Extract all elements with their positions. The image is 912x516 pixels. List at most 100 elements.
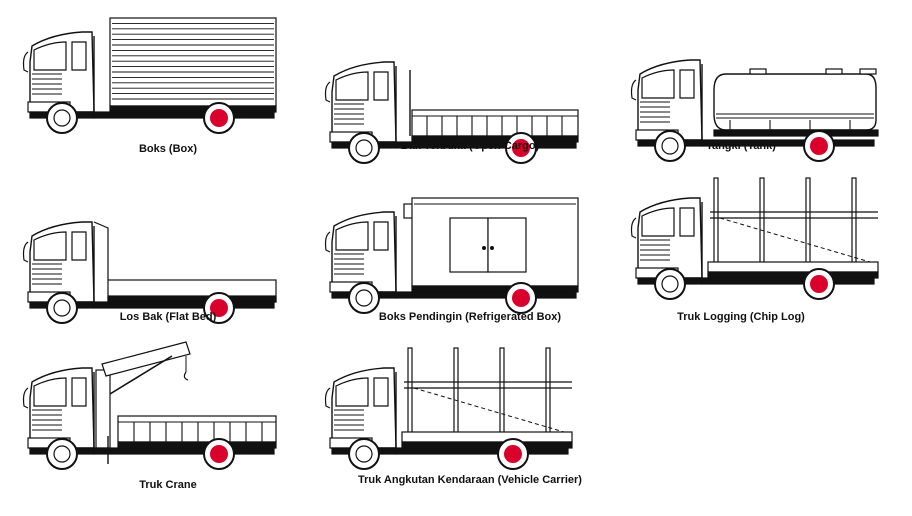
deck (713, 129, 879, 137)
deck-beam (401, 431, 573, 443)
chassis-frame (93, 447, 275, 455)
cab (29, 367, 95, 449)
truck-open-cargo-label: Bak Terbuka (Open Cargo) (400, 140, 540, 152)
stake (499, 347, 505, 445)
front-hub (355, 289, 373, 307)
door-handle (490, 246, 494, 250)
truck-tank: Tangki (Tank) (626, 38, 912, 208)
front-hub (661, 137, 679, 155)
mirror (324, 81, 331, 103)
truck-crane-illustration (22, 341, 277, 470)
cab (331, 211, 397, 293)
truck-crane: Truk Crane (18, 341, 318, 516)
cab (637, 59, 703, 141)
rear-hub (504, 445, 522, 463)
truck-logging: Truk Logging (Chip Log) (626, 176, 912, 346)
truck-refrigerated-box-label: Boks Pendingin (Refrigerated Box) (378, 311, 562, 323)
door-left (449, 217, 489, 273)
door-window (71, 377, 87, 407)
mirror (630, 217, 637, 239)
windshield (641, 207, 675, 237)
door-window (71, 41, 87, 71)
tank-hatch (859, 68, 877, 75)
truck-flat-bed-illustration (22, 221, 277, 324)
deck (707, 271, 879, 279)
front-hub (355, 445, 373, 463)
tank-hatch (749, 68, 767, 75)
truck-box: Boks (Box) (18, 10, 318, 180)
rear-hub (810, 275, 828, 293)
truck-tank-illustration (630, 59, 879, 162)
stake (453, 347, 459, 445)
stake (545, 347, 551, 445)
deck (411, 285, 579, 293)
chassis-frame (395, 447, 569, 455)
truck-flat-bed-label: Los Bak (Flat Bed) (119, 311, 217, 323)
windshield (335, 71, 369, 101)
door-window (373, 71, 389, 101)
chassis-frame (93, 111, 275, 119)
crane-hook (183, 371, 189, 381)
cab (637, 197, 703, 279)
stake (851, 177, 857, 275)
truck-refrigerated-box-illustration (324, 197, 579, 314)
cargo-rail (117, 415, 277, 443)
mirror (324, 387, 331, 409)
truck-vehicle-carrier-label: Truk Angkutan Kendaraan (Vehicle Carrier… (358, 474, 582, 486)
door-window (679, 207, 695, 237)
deck-beam (707, 261, 879, 273)
door-handle (482, 246, 486, 250)
windshield (641, 69, 675, 99)
cab (29, 31, 95, 113)
truck-vehicle-carrier: Truk Angkutan Kendaraan (Vehicle Carrier… (320, 346, 620, 516)
rear-hub (810, 137, 828, 155)
load-line (413, 387, 565, 433)
front-hub (355, 139, 373, 157)
cargo-rail (411, 109, 579, 137)
deck (117, 441, 277, 449)
door-right (487, 217, 527, 273)
cab (331, 61, 397, 143)
front-hub (53, 299, 71, 317)
crane-cylinder (109, 355, 173, 395)
rear-hub (210, 109, 228, 127)
crane-boom (101, 341, 191, 377)
chassis-frame (701, 277, 875, 285)
headboard (93, 221, 109, 280)
truck-open-cargo-illustration (324, 61, 579, 164)
cab (331, 367, 397, 449)
truck-box-label: Boks (Box) (138, 143, 198, 155)
rear-hub (210, 299, 228, 317)
rear-hub (512, 289, 530, 307)
stake (713, 177, 719, 275)
cab (29, 221, 95, 303)
front-hub (53, 445, 71, 463)
mirror (22, 51, 29, 73)
mirror (22, 387, 29, 409)
front-hub (661, 275, 679, 293)
stake (805, 177, 811, 275)
deck (401, 441, 573, 449)
chassis-frame (395, 141, 577, 149)
door-window (71, 231, 87, 261)
windshield (33, 41, 67, 71)
truck-box-illustration (22, 17, 277, 134)
chassis-frame (93, 301, 275, 309)
cargo-box (109, 17, 277, 107)
tank-hatch (825, 68, 843, 75)
box-floor (109, 105, 277, 113)
windshield (335, 221, 369, 251)
door-window (373, 377, 389, 407)
windshield (33, 231, 67, 261)
stake (407, 347, 413, 445)
stake (759, 177, 765, 275)
mirror (22, 241, 29, 263)
rear-hub (512, 139, 530, 157)
chassis-frame (395, 291, 577, 299)
mirror (324, 231, 331, 253)
truck-open-cargo: Bak Terbuka (Open Cargo) (320, 40, 620, 210)
truck-flat-bed: Los Bak (Flat Bed) (18, 200, 318, 370)
truck-logging-label: Truk Logging (Chip Log) (677, 311, 805, 323)
mirror (630, 79, 637, 101)
door-window (373, 221, 389, 251)
